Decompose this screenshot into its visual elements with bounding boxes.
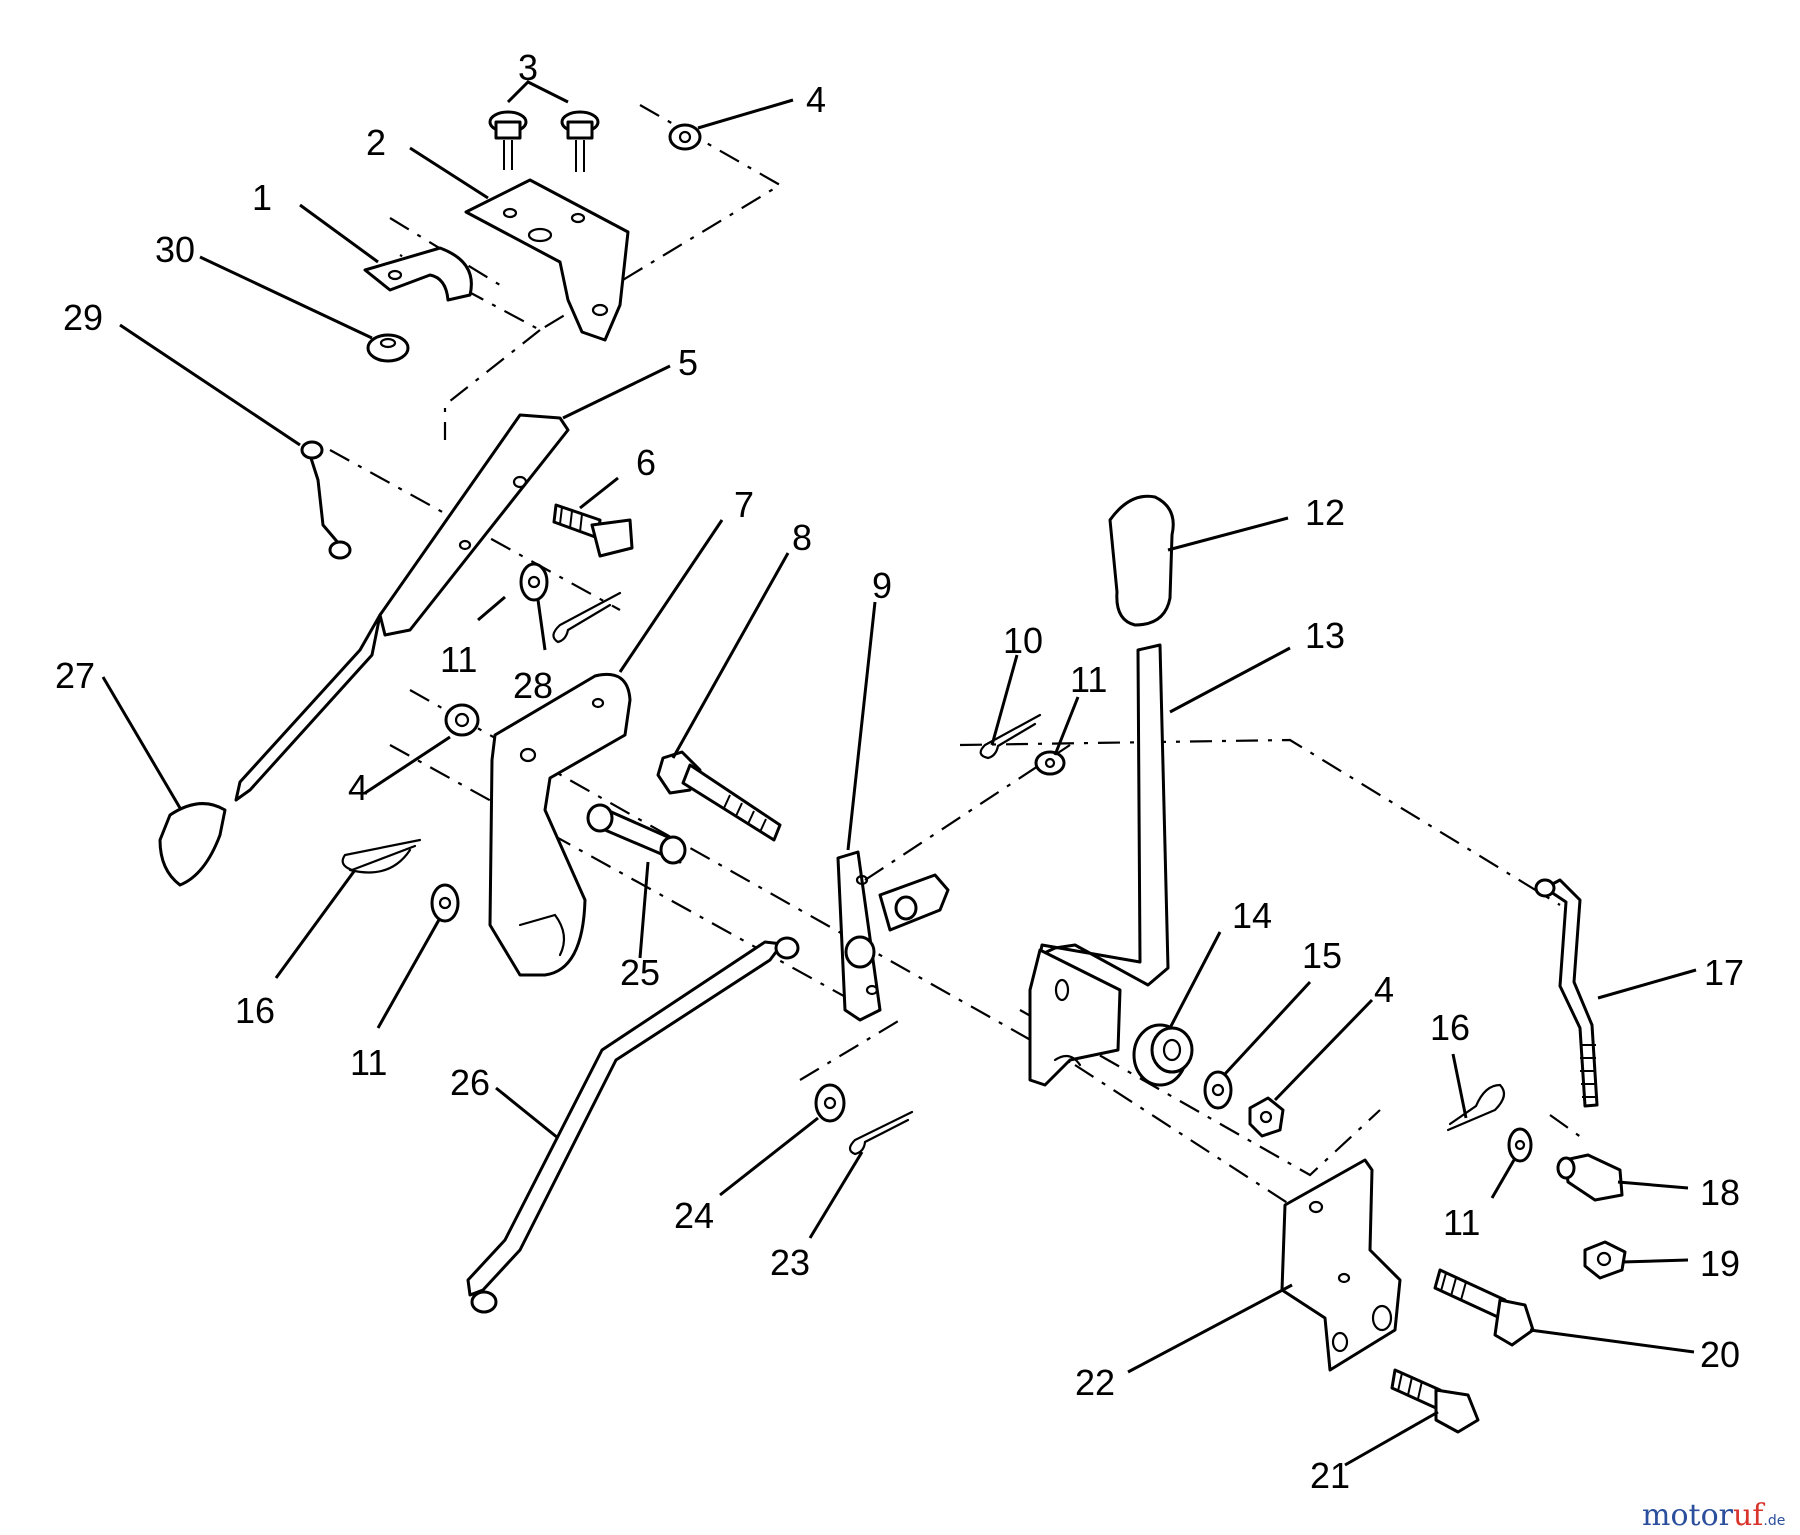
- part-28-cotter-pin: [552, 591, 622, 644]
- callout-21: 21: [1310, 1455, 1350, 1496]
- part-22-lower-bracket: [1280, 1158, 1402, 1372]
- part-11-washer-d: [1507, 1127, 1533, 1163]
- callout-23: 23: [770, 1242, 810, 1283]
- part-4-nut-lower: [1248, 1096, 1285, 1138]
- callout-labels: 1 2 3 4 30 29 5 6 7 8 9 10 11 11 28 27 4…: [55, 47, 1744, 1496]
- part-20-bolt: [1433, 1268, 1535, 1347]
- callout-12: 12: [1305, 492, 1345, 533]
- callout-15: 15: [1302, 935, 1342, 976]
- part-4-nut-middle: [444, 703, 480, 737]
- part-3-bolts: [488, 110, 600, 172]
- part-8-long-bolt: [656, 750, 782, 842]
- callout-4-lower: 4: [1374, 969, 1394, 1010]
- callout-4-middle: 4: [348, 767, 368, 808]
- part-5-pedal-arm: [234, 413, 570, 802]
- part-11-washer-b: [430, 883, 460, 923]
- callout-8: 8: [792, 517, 812, 558]
- part-16-hairpin-a: [341, 838, 422, 874]
- callout-16-left: 16: [235, 990, 275, 1031]
- part-13-shift-lever: [1028, 643, 1170, 1087]
- part-18-swivel: [1556, 1153, 1624, 1202]
- callout-30: 30: [155, 229, 195, 270]
- part-19-nut: [1583, 1240, 1627, 1280]
- part-17-threaded-rod: [1534, 878, 1599, 1108]
- callout-16-right: 16: [1430, 1007, 1470, 1048]
- callout-26: 26: [450, 1062, 490, 1103]
- callout-11-lower: 11: [1443, 1202, 1480, 1243]
- watermark-part-2: uf: [1733, 1498, 1765, 1533]
- part-24-washer: [814, 1083, 846, 1123]
- callout-20: 20: [1700, 1334, 1740, 1375]
- callout-6: 6: [636, 442, 656, 483]
- callout-22: 22: [1075, 1362, 1115, 1403]
- callout-11-top: 11: [440, 639, 477, 680]
- callout-14: 14: [1232, 895, 1272, 936]
- watermark-part-1: motor: [1642, 1498, 1734, 1533]
- callout-11-left: 11: [350, 1042, 387, 1083]
- part-11-washer-c: [1034, 750, 1066, 776]
- callout-17: 17: [1704, 952, 1744, 993]
- callout-25: 25: [620, 952, 660, 993]
- callout-24: 24: [674, 1195, 714, 1236]
- callout-2: 2: [366, 122, 386, 163]
- callout-7: 7: [734, 484, 754, 525]
- watermark-suffix: .de: [1763, 1513, 1785, 1529]
- callout-9: 9: [872, 565, 892, 606]
- part-12-handle-knob: [1108, 494, 1175, 627]
- callout-3: 3: [518, 47, 538, 88]
- leader-lines: [101, 80, 1697, 1467]
- watermark-logo: motoruf.de: [1642, 1498, 1785, 1533]
- callout-13: 13: [1305, 615, 1345, 656]
- part-4-nut-top: [668, 123, 702, 151]
- part-14-bushing: [1132, 1023, 1194, 1087]
- callout-27: 27: [55, 655, 95, 696]
- part-11-washer-a: [519, 562, 549, 602]
- callout-28: 28: [513, 665, 553, 706]
- part-21-bolt: [1390, 1368, 1480, 1434]
- part-27-pedal-grip: [158, 802, 227, 887]
- part-1-clip: [363, 246, 473, 302]
- part-29-link-rod: [300, 440, 352, 560]
- callout-1: 1: [252, 177, 272, 218]
- part-2-bracket: [464, 178, 630, 342]
- part-16-hairpin-b: [1446, 1083, 1506, 1132]
- callout-11-right: 11: [1070, 659, 1107, 700]
- callout-10: 10: [1003, 620, 1043, 661]
- part-9-pivot-plate: [836, 850, 950, 1022]
- part-7-plate: [488, 673, 632, 977]
- part-15-washer: [1203, 1070, 1233, 1110]
- part-26-long-rod: [466, 936, 800, 1314]
- part-10-cotter-pin: [979, 713, 1042, 760]
- callout-5: 5: [678, 342, 698, 383]
- callout-18: 18: [1700, 1172, 1740, 1213]
- callout-4-top: 4: [806, 79, 826, 120]
- part-25-spacer-tube: [586, 803, 687, 865]
- callout-29: 29: [63, 297, 103, 338]
- svg-text:motoruf.de: motoruf.de: [1642, 1498, 1785, 1533]
- part-30-spacer: [366, 333, 410, 363]
- callout-19: 19: [1700, 1243, 1740, 1284]
- part-23-cotter-pin: [848, 1110, 914, 1156]
- part-6-bolt: [552, 503, 634, 558]
